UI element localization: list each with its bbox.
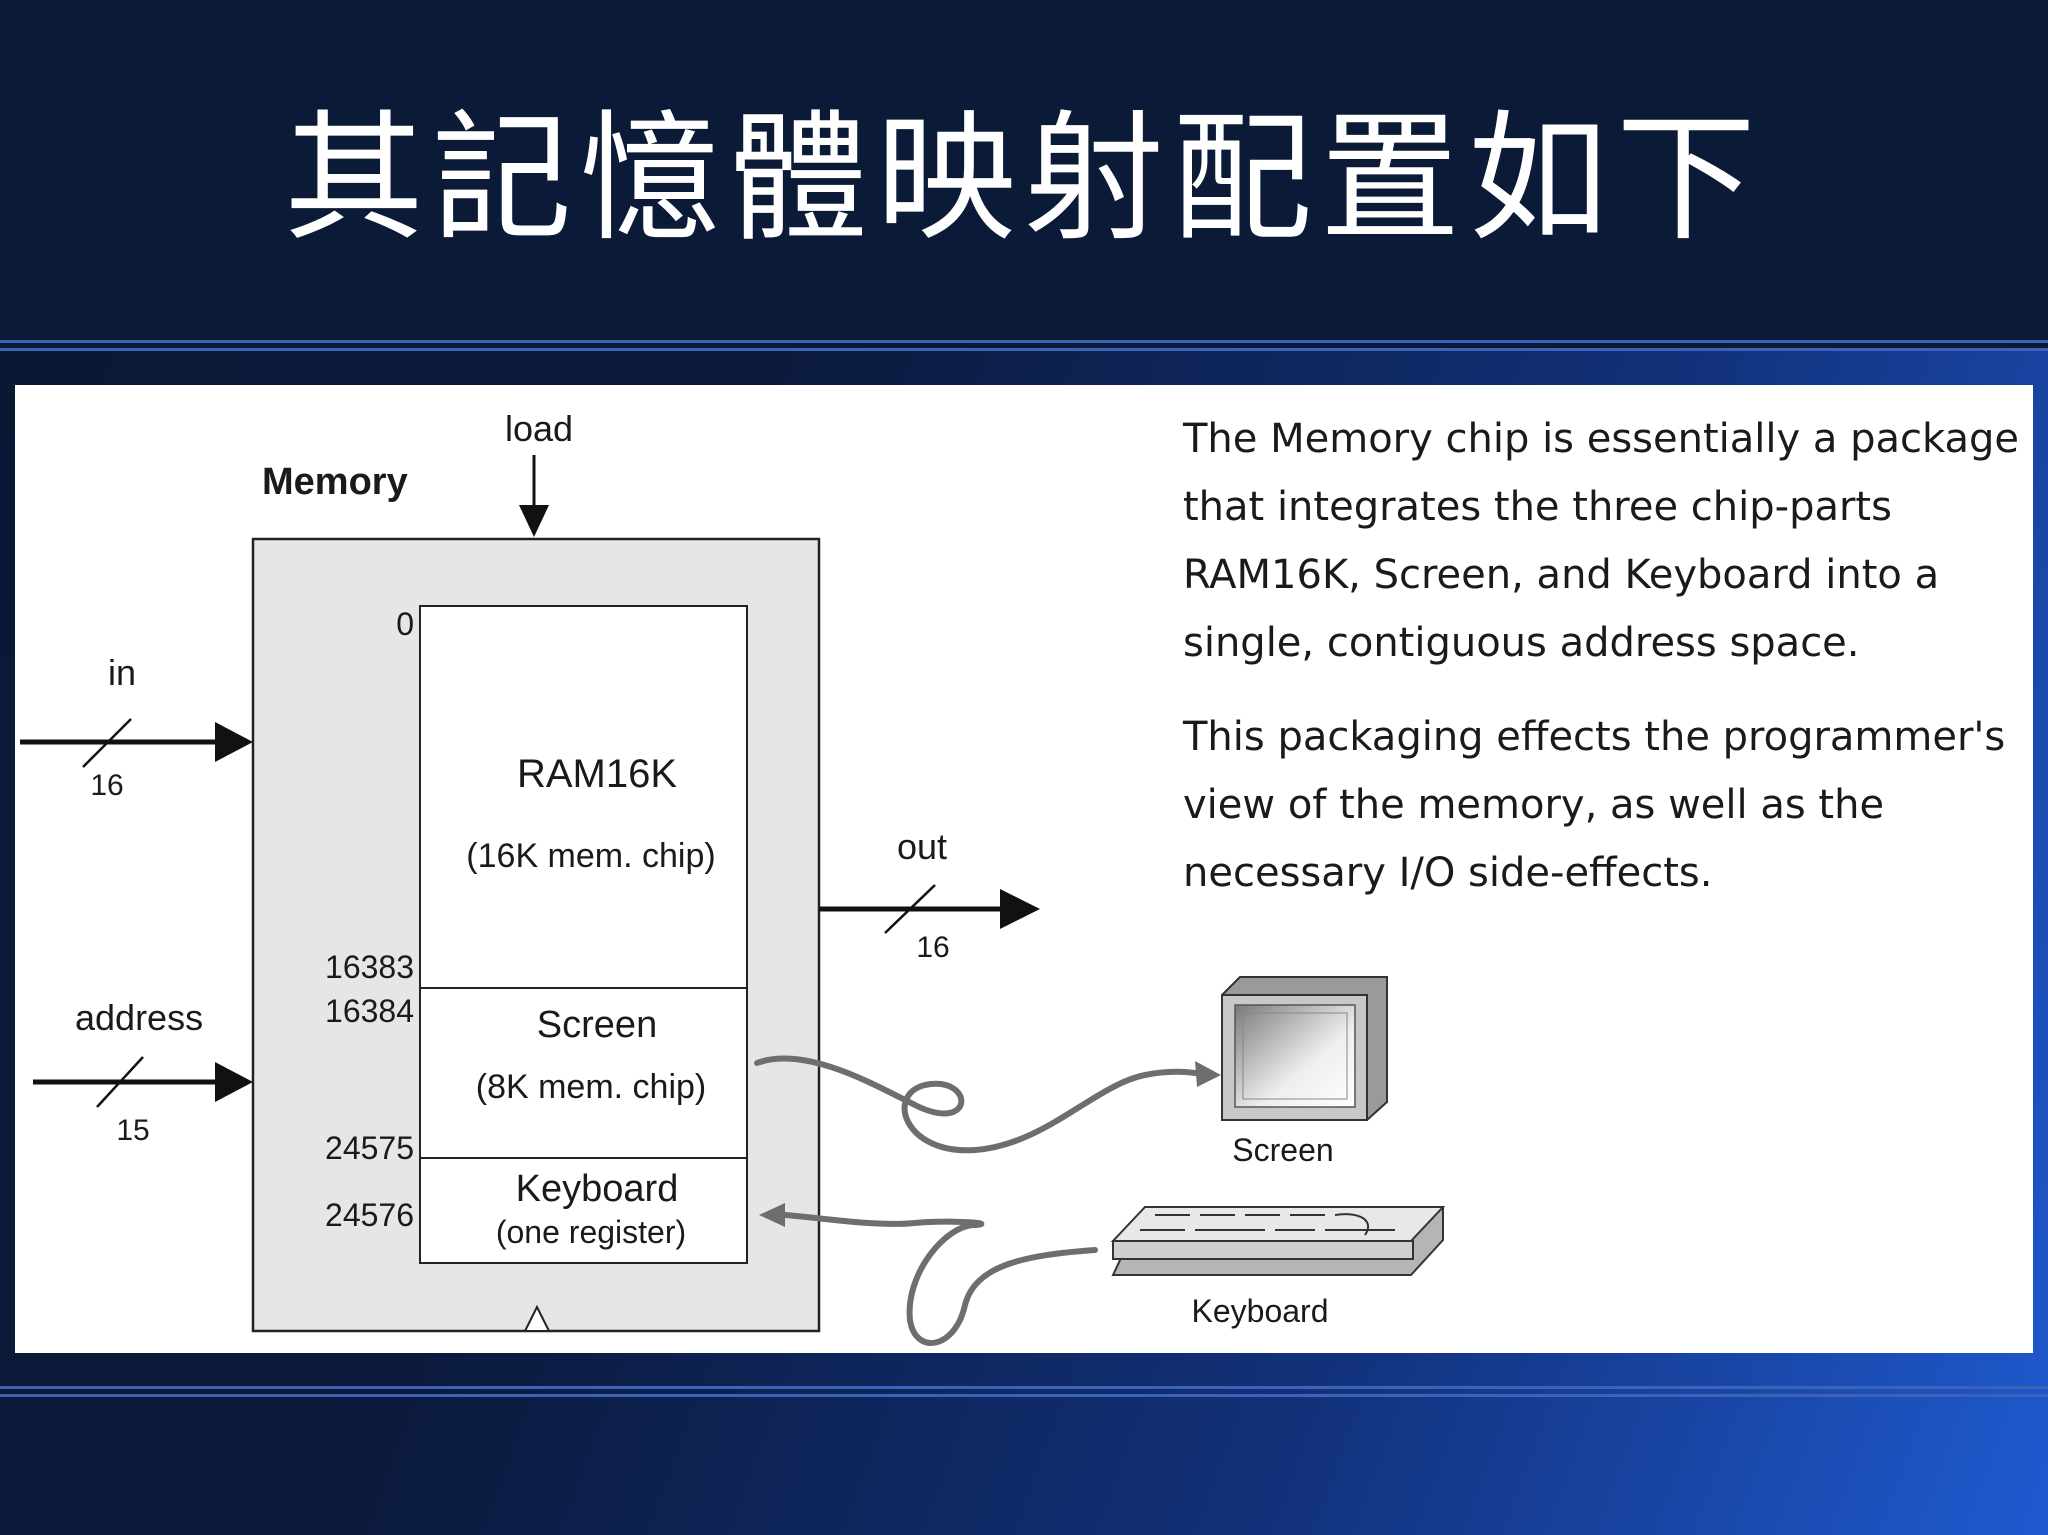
address-arrowhead [215, 1062, 253, 1102]
screen-connector [754, 1055, 1198, 1154]
description-paragraph-1: The Memory chip is essentially a package… [1183, 416, 2019, 666]
description-paragraph-2: This packaging effects the programmer's … [1183, 714, 2006, 896]
monitor-icon [1221, 976, 1388, 1121]
address-0: 0 [396, 606, 414, 642]
in-width: 16 [90, 769, 123, 802]
title-divider [0, 340, 2048, 343]
screen-connector-arrowhead [1195, 1061, 1221, 1087]
load-label: load [505, 408, 573, 449]
out-bus-tick [884, 884, 936, 934]
title-divider-2 [0, 348, 2048, 351]
address-16383: 16383 [325, 949, 414, 985]
address-width: 15 [116, 1114, 149, 1147]
screen-block [419, 987, 748, 1159]
keyboard-icon [1110, 1206, 1446, 1276]
keyboard-connector [782, 1212, 1098, 1346]
ram16k-block [419, 605, 748, 989]
ram-name: RAM16K [517, 752, 677, 796]
clock-triangle [523, 1304, 551, 1332]
keyboard-block [419, 1157, 748, 1264]
in-bus-tick [82, 718, 132, 768]
ram-desc: (16K mem. chip) [466, 837, 715, 875]
title-band [0, 0, 2048, 350]
device-screen-label: Screen [1232, 1132, 1333, 1168]
address-24576: 24576 [325, 1197, 414, 1233]
footer-divider-2 [0, 1394, 2048, 1397]
out-width: 16 [916, 931, 949, 964]
in-label: in [108, 652, 136, 693]
keyboard-connector-arrowhead [759, 1203, 785, 1227]
content-panel: Memory load in 16 address 15 out 16 RAM1… [15, 385, 2033, 1353]
screen-part-name: Screen [537, 1004, 657, 1046]
device-keyboard-label: Keyboard [1192, 1293, 1329, 1329]
memory-diagram: Memory load in 16 address 15 out 16 RAM1… [20, 408, 1446, 1346]
address-24575: 24575 [325, 1130, 414, 1166]
keyboard-part-name: Keyboard [516, 1168, 679, 1210]
out-label: out [897, 826, 947, 867]
screen-part-desc: (8K mem. chip) [476, 1068, 707, 1106]
footer-divider [0, 1386, 2048, 1389]
keyboard-part-desc: (one register) [496, 1214, 686, 1250]
slide-title: 其記憶體映射配置如下 [283, 98, 1764, 261]
load-arrowhead [519, 505, 549, 537]
address-bus-tick [96, 1056, 144, 1108]
chip-name: Memory [262, 461, 408, 503]
address-label: address [75, 997, 203, 1038]
address-16384: 16384 [325, 993, 414, 1029]
out-arrowhead [1000, 889, 1040, 929]
in-arrowhead [215, 722, 253, 762]
